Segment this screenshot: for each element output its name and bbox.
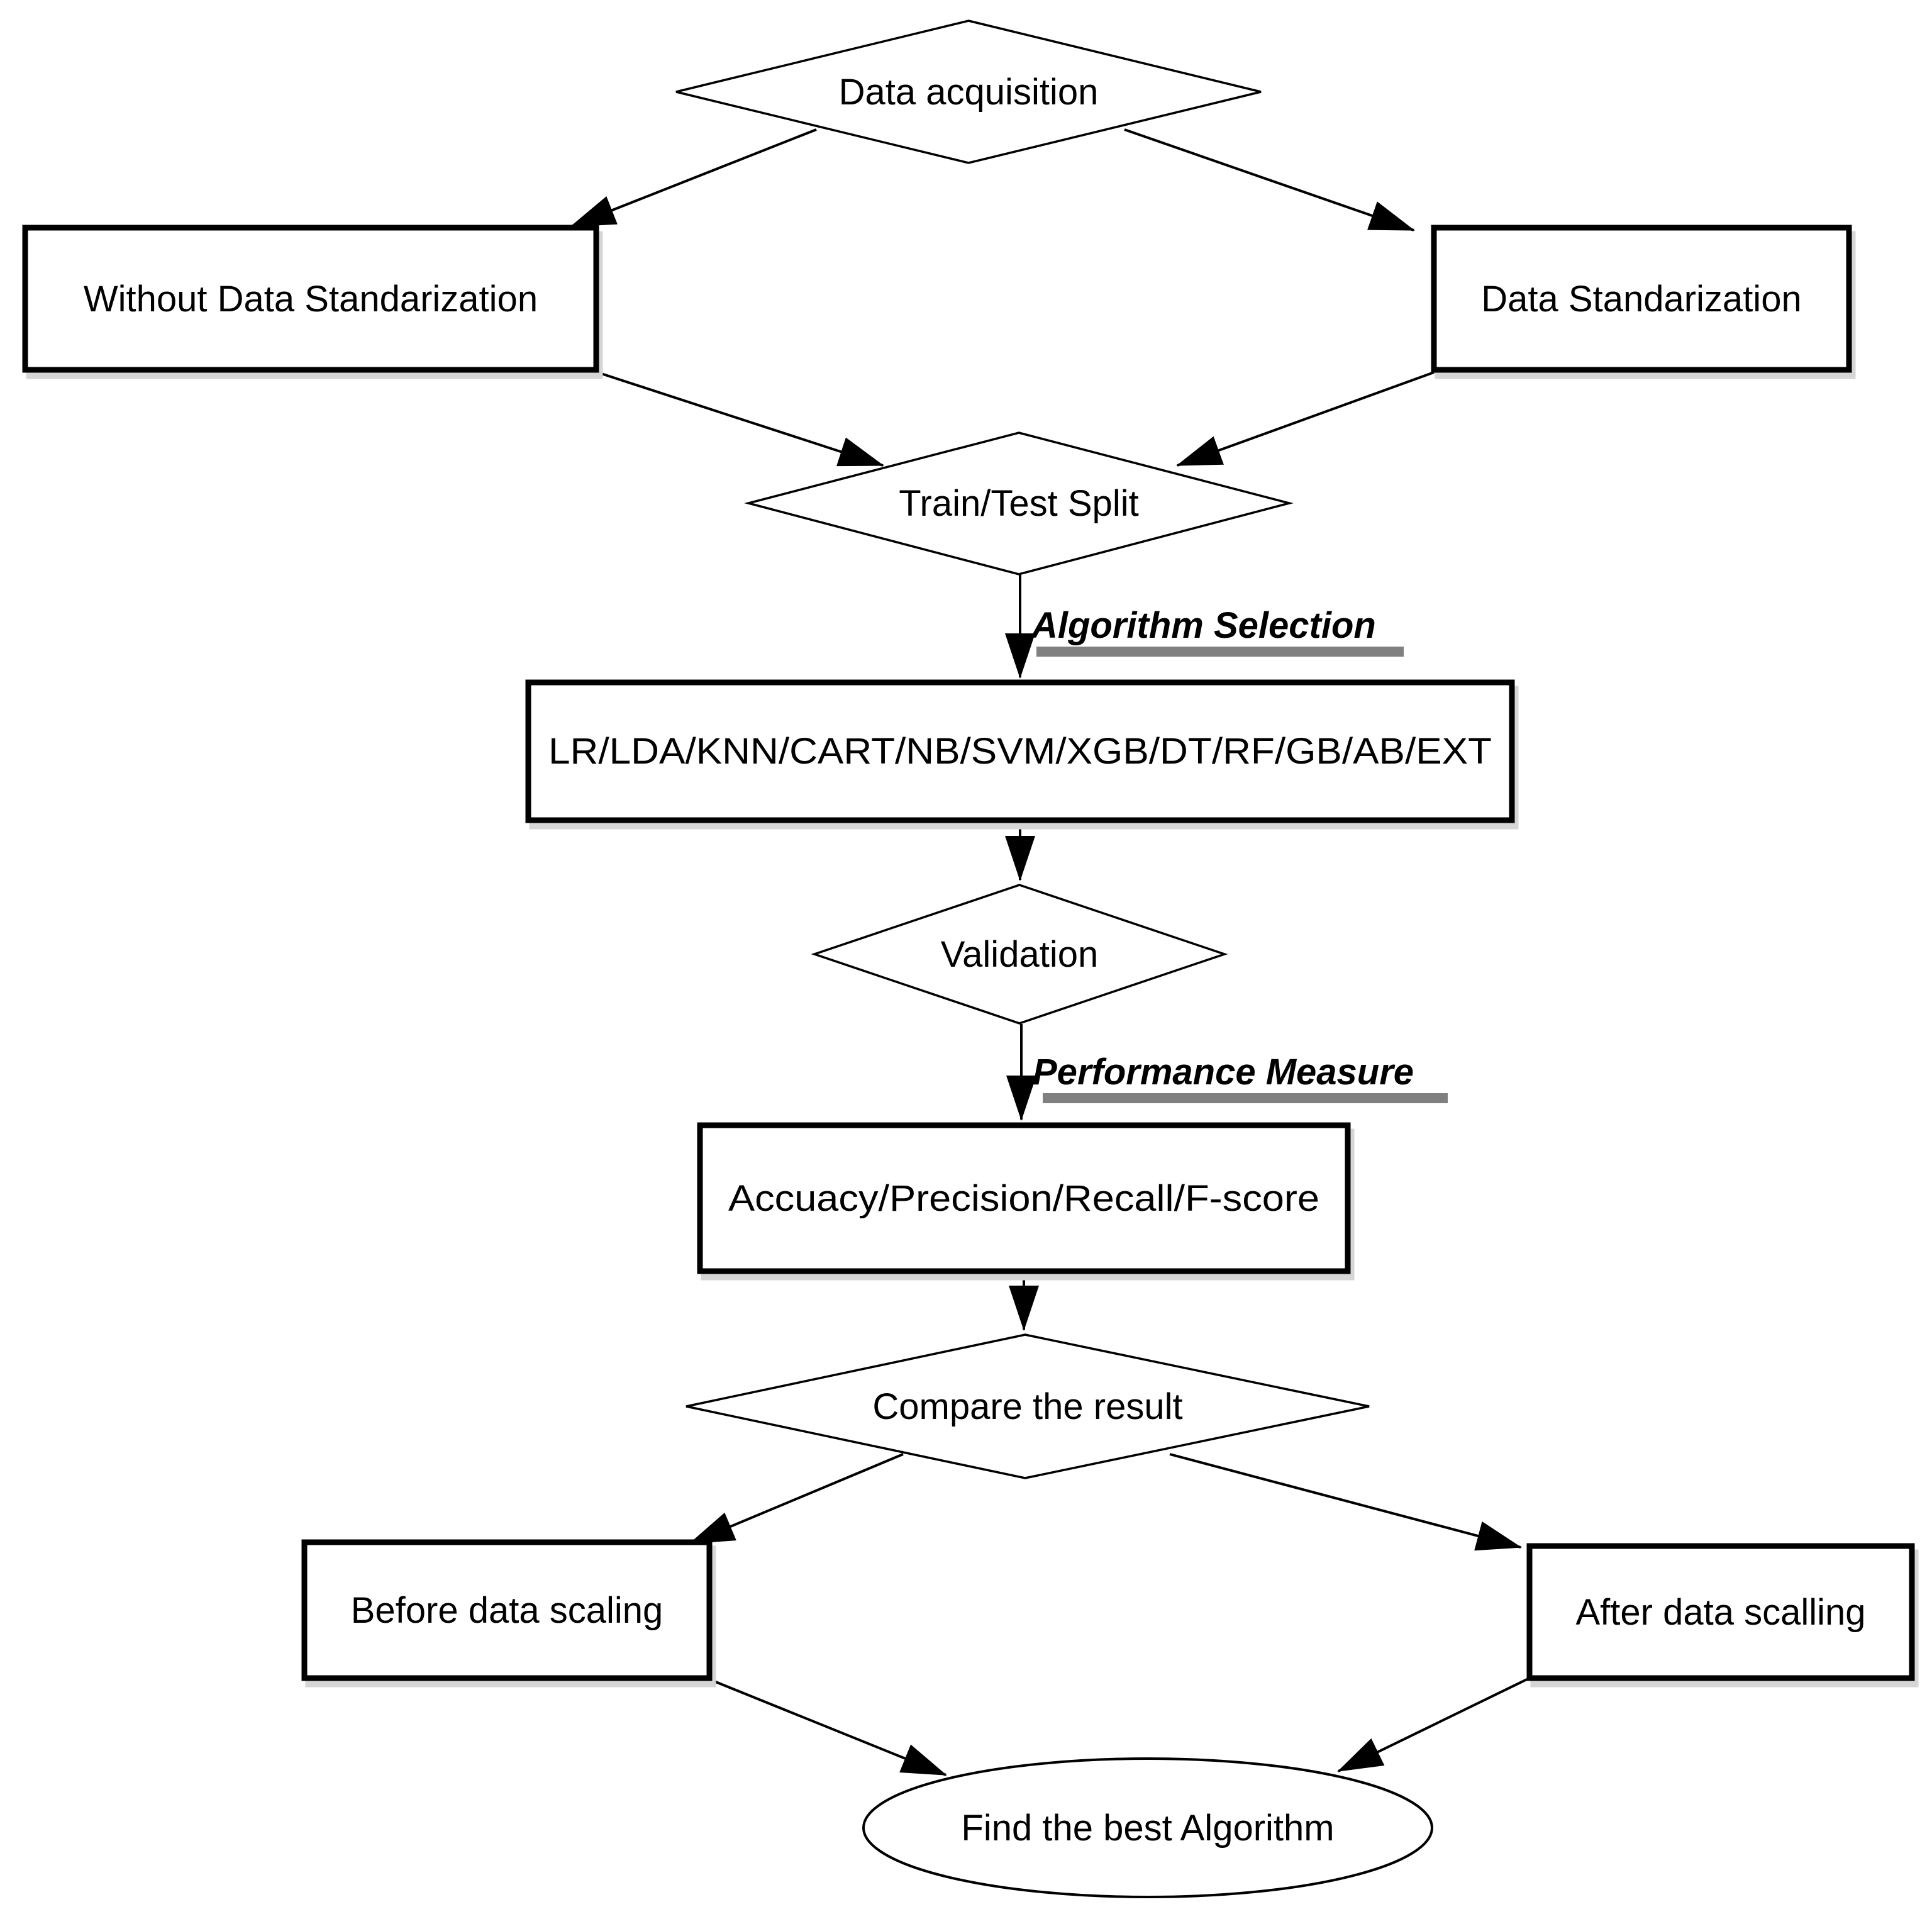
algorithms-label: LR/LDA/KNN/CART/NB/SVM/XGB/DT/RF/GB/AB/E… [548,731,1492,772]
data-standardization-box [1431,225,1852,373]
algorithms-box [525,679,1515,823]
validation-diamond [811,884,1228,1025]
edge-acquisition-to-without [570,128,817,228]
after-scaling-box [1526,1543,1915,1681]
edge-after-to-best [1337,1677,1530,1772]
after-scaling-label: After data scalling [1575,1592,1865,1633]
edge-compare-to-after [1169,1453,1522,1551]
edge-compare-to-before [689,1453,904,1545]
nodes: Data acquisition Without Data Standariza… [22,19,1915,1898]
compare-result-diamond [686,1333,1370,1479]
compare-result-label: Compare the result [872,1386,1182,1427]
without-standardization-label: Without Data Standarization [84,279,538,320]
train-test-split-diamond [744,431,1294,576]
before-scaling-box [301,1539,713,1681]
data-acquisition-diamond [675,19,1262,164]
edge-without-to-split [597,371,884,467]
metrics-label: Accuacy/Precision/Recall/F-score [728,1178,1319,1219]
edges [570,128,1530,1776]
algorithm-selection-underline [1036,647,1404,657]
validation-label: Validation [941,934,1098,975]
edge-standardization-to-split [1176,371,1435,467]
best-algorithm-label: Find the best Algorithm [961,1808,1334,1849]
metrics-box [697,1122,1351,1274]
edge-acquisition-to-standardization [1124,128,1415,231]
edge-before-to-best [709,1678,947,1776]
before-scaling-label: Before data scaling [351,1590,663,1631]
performance-measure-underline [1043,1093,1448,1103]
annotations: Algorithm Selection Performance Measure [1030,605,1448,1103]
data-standardization-label: Data Standarization [1481,279,1801,320]
performance-measure-annotation: Performance Measure [1033,1052,1414,1093]
without-standardization-box [22,225,599,373]
algorithm-selection-annotation: Algorithm Selection [1030,605,1376,646]
best-algorithm-ellipse [862,1757,1433,1898]
train-test-split-label: Train/Test Split [899,483,1138,524]
data-acquisition-label: Data acquisition [839,72,1099,113]
